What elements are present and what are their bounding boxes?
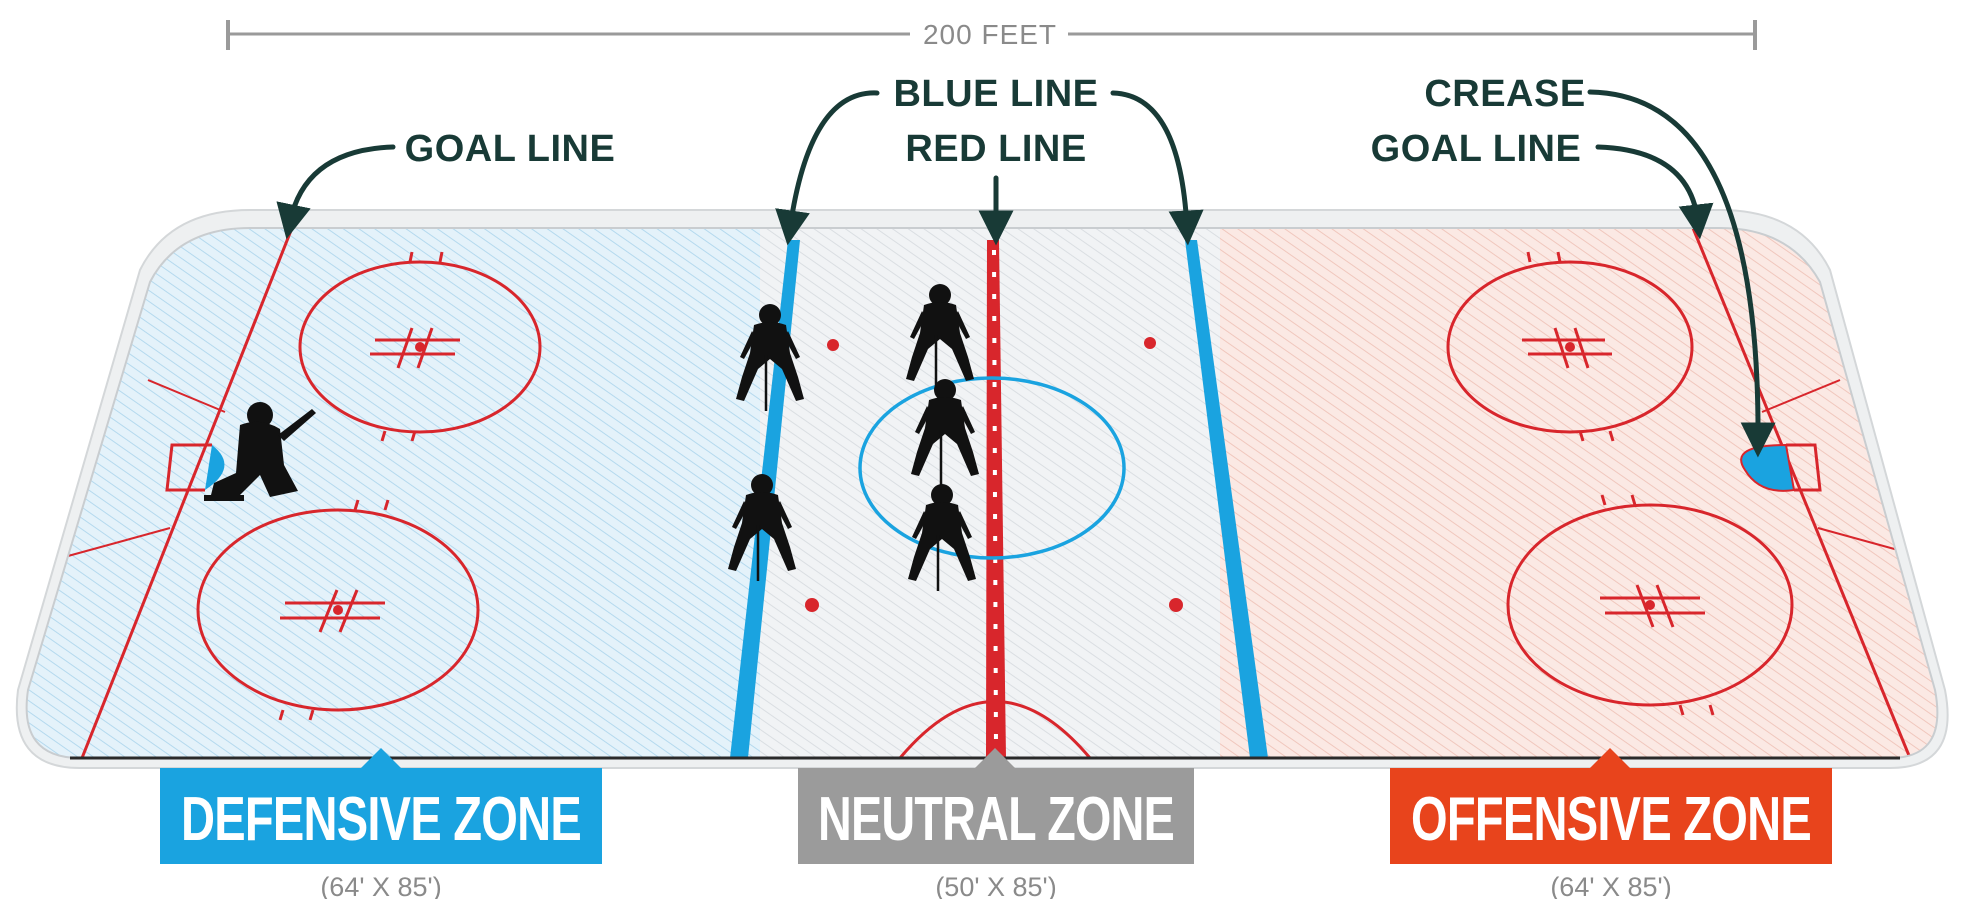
- left-hash-top: [147, 379, 226, 413]
- left-top-faceoff-dot: [415, 342, 425, 352]
- neutral-dot-bottom-left: [805, 598, 819, 612]
- offensive-zone-label: OFFENSIVE ZONE: [1411, 785, 1811, 854]
- blue-line-right: [1185, 240, 1268, 758]
- label-red-line: RED LINE: [905, 128, 1086, 170]
- arrow-goal-line-left: [276, 144, 396, 240]
- rink-surface: [26, 228, 1938, 758]
- neutral-zone-size: (50' X 85'): [935, 872, 1056, 899]
- arrow-goal-line-right: [1595, 144, 1714, 240]
- dimension-bar: 200 FEET: [226, 19, 1757, 50]
- left-bottom-faceoff-circle: [196, 499, 480, 721]
- defensive-zone-badge: [160, 768, 602, 864]
- neutral-zone-label: NEUTRAL ZONE: [818, 785, 1174, 854]
- label-goal-line-right: GOAL LINE: [1371, 128, 1582, 170]
- neutral-dot-top-left: [827, 339, 839, 351]
- right-bottom-faceoff-dot: [1645, 600, 1655, 610]
- red-center-line: [986, 240, 1006, 758]
- annotation-arrows: [276, 89, 1776, 458]
- zone-neutral: NEUTRAL ZONE (50' X 85'): [798, 748, 1194, 899]
- referee-crease: [898, 700, 1092, 758]
- neutral-dot-top-right: [1144, 337, 1156, 349]
- offensive-zone-surface: [1220, 228, 1938, 758]
- left-goal-net: [165, 443, 212, 492]
- label-goal-line-left: GOAL LINE: [405, 128, 616, 170]
- defensive-zone-surface: [26, 228, 760, 758]
- dimension-label: 200 FEET: [923, 19, 1057, 50]
- players: [204, 282, 981, 593]
- left-crease: [205, 445, 225, 490]
- center-faceoff-circle: [858, 376, 1126, 560]
- right-bottom-faceoff-circle: [1506, 494, 1794, 716]
- right-top-faceoff-circle: [1446, 251, 1694, 442]
- defensive-zone-pointer: [361, 748, 401, 768]
- goal-line-right: [1691, 228, 1912, 758]
- defensive-zone-label: DEFENSIVE ZONE: [181, 785, 581, 854]
- defensive-zone-size: (64' X 85'): [320, 872, 441, 899]
- left-bottom-faceoff-dot: [333, 605, 343, 615]
- right-goal-net: [1786, 443, 1822, 492]
- offensive-zone-badge: [1390, 768, 1832, 864]
- label-crease: CREASE: [1424, 73, 1585, 115]
- offensive-zone-pointer: [1590, 748, 1630, 768]
- right-hash-top: [1761, 379, 1841, 413]
- goalie-silhouette: [204, 402, 316, 501]
- offensive-zone-size: (64' X 85'): [1550, 872, 1671, 899]
- goal-line-left: [80, 228, 294, 758]
- zone-offensive: OFFENSIVE ZONE (64' X 85'): [1390, 748, 1832, 899]
- left-top-faceoff-circle: [298, 251, 542, 442]
- neutral-zone-pointer: [975, 748, 1015, 768]
- zone-defensive: DEFENSIVE ZONE (64' X 85'): [160, 748, 602, 899]
- label-blue-line: BLUE LINE: [893, 73, 1098, 115]
- neutral-zone-badge: [798, 768, 1194, 864]
- right-top-faceoff-dot: [1565, 342, 1575, 352]
- arrow-blue-line-right: [1110, 90, 1204, 246]
- arrow-crease: [1587, 89, 1776, 458]
- neutral-dot-bottom-right: [1169, 598, 1183, 612]
- left-hash-bottom: [67, 527, 171, 557]
- arrow-blue-line-left: [775, 90, 880, 246]
